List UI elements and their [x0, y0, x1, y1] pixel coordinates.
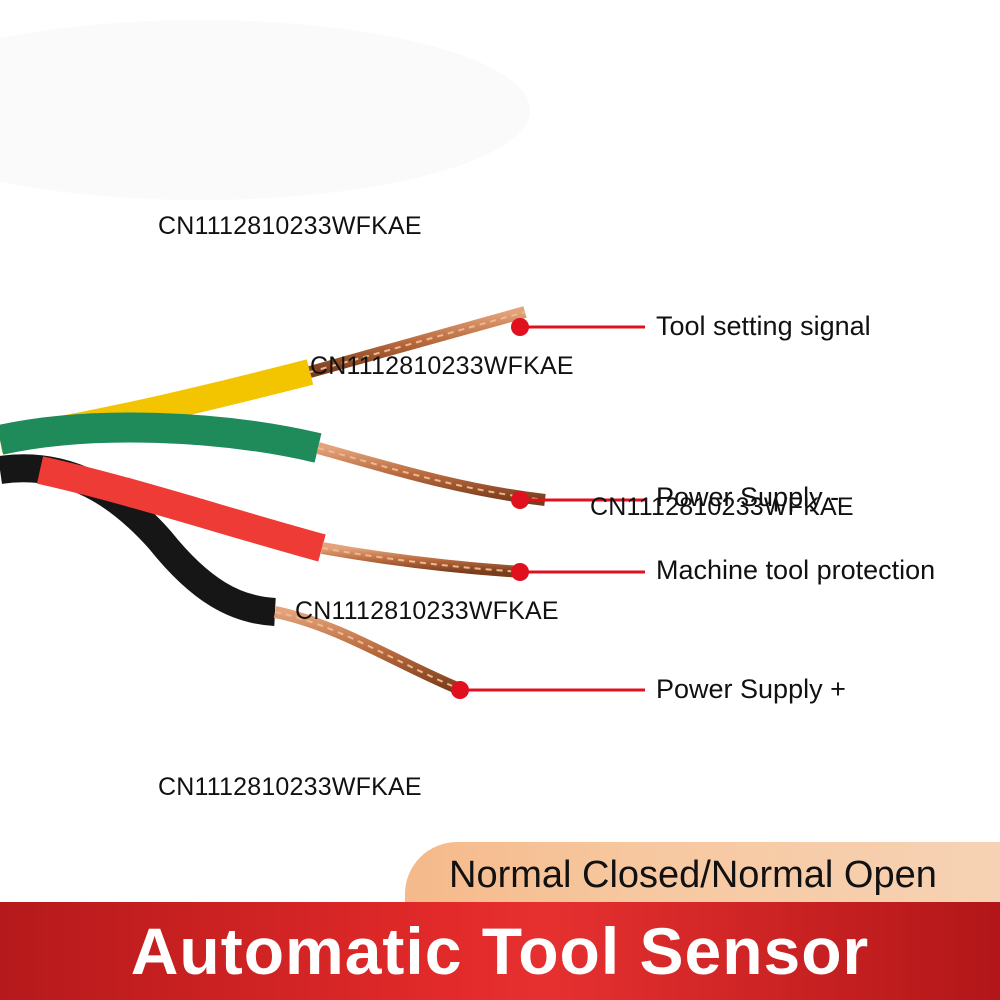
- green-wire: [0, 412, 322, 463]
- watermark-text: CN1112810233WFKAE: [310, 352, 574, 380]
- label-machine-tool-protection: Machine tool protection: [656, 555, 936, 585]
- mode-banner: Normal Closed/Normal Open: [405, 842, 1000, 904]
- red-wire: [36, 456, 326, 562]
- label-power-supply-minus: Power Supply -: [656, 482, 840, 512]
- label-tool-setting-signal: Tool setting signal: [656, 311, 871, 341]
- product-title: Automatic Tool Sensor: [130, 914, 870, 988]
- watermark-text: CN1112810233WFKAE: [158, 773, 422, 801]
- background-haze: [0, 20, 530, 200]
- title-bar: Automatic Tool Sensor: [0, 902, 1000, 1000]
- red-wire-strands: [320, 542, 523, 578]
- watermark-text: CN1112810233WFKAE: [295, 597, 559, 625]
- callout-green: [511, 491, 645, 509]
- label-power-supply-plus: Power Supply +: [656, 674, 846, 704]
- callout-yellow: [511, 318, 645, 336]
- watermark-text: CN1112810233WFKAE: [158, 212, 422, 240]
- callout-red: [511, 563, 645, 581]
- green-wire-strands: [316, 442, 546, 506]
- yellow-wire-strands: [308, 306, 527, 378]
- mode-banner-text: Normal Closed/Normal Open: [449, 854, 937, 896]
- watermark-text: CN1112810233WFKAE: [590, 493, 854, 521]
- callout-black: [451, 681, 645, 699]
